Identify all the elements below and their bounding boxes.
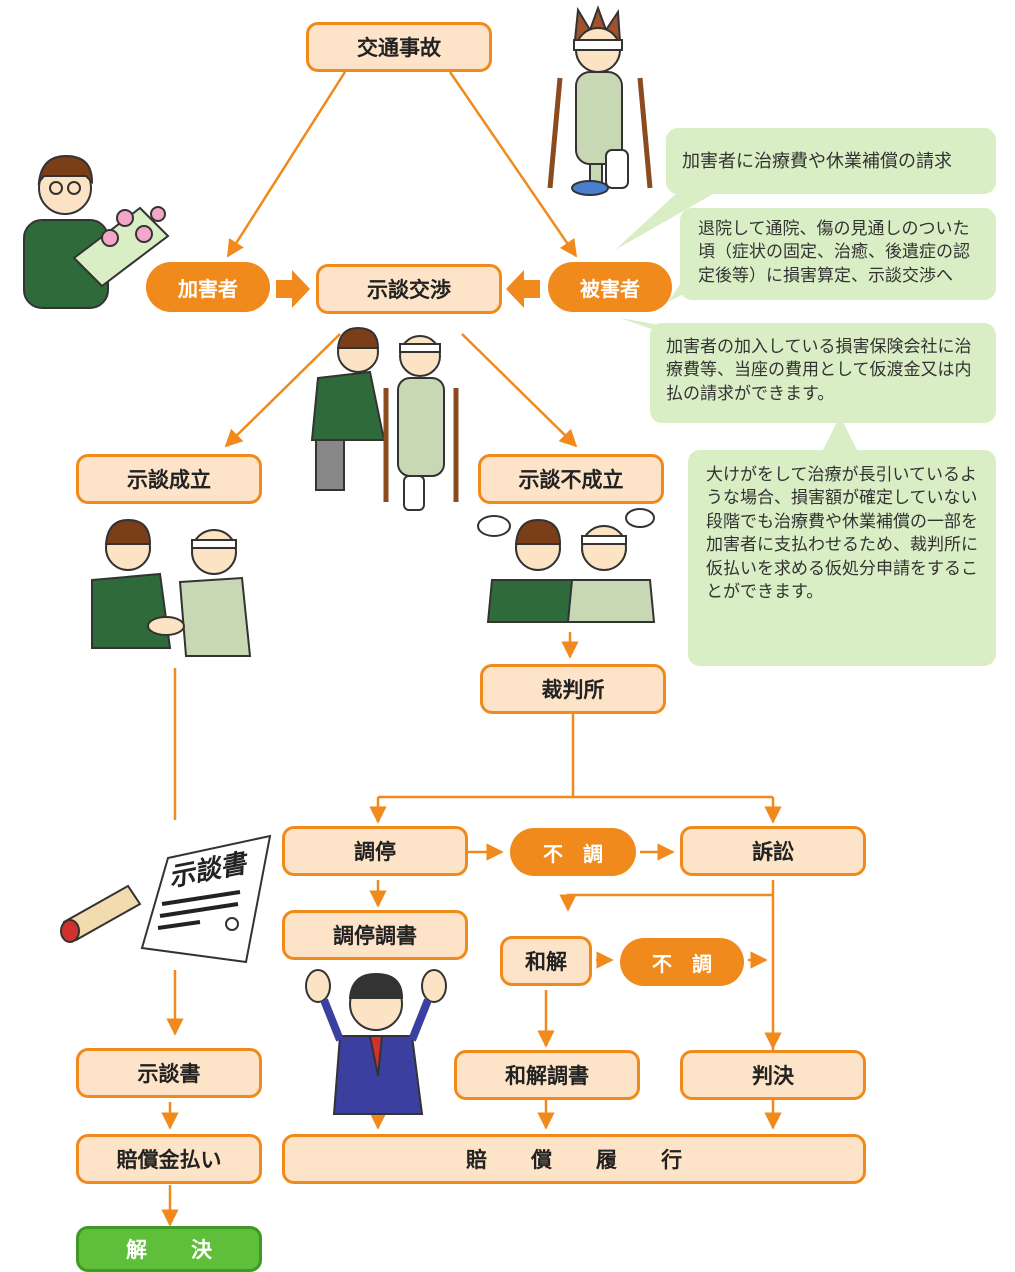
apology-flowers-illustration: [23, 154, 170, 309]
arrow-accident-victim: [448, 71, 578, 258]
fat-arrow-right: [276, 270, 310, 308]
arrow-negotiation-nosettlement: [461, 333, 578, 448]
line-court-branch: [378, 710, 773, 799]
arrow-negotiation-settlement: [224, 333, 341, 448]
note4-bubble: [688, 450, 996, 666]
node-compromise: 和解: [500, 936, 592, 986]
note1-bubble: [666, 128, 996, 194]
node-mediation: 調停: [282, 826, 468, 876]
note-provisional-payment: 大けがをして治療が長引いているような場合、損害額が確定していない段階でも治療費や…: [706, 465, 978, 603]
node-compensation-exec: 賠 償 履 行: [282, 1134, 866, 1184]
note3-tail: [620, 318, 700, 332]
note2-bubble: [680, 208, 996, 300]
note-negotiation-timing: 退院して通院、傷の見通しのついた頃（症状の固定、治癒、後遺症の認定後等）に損害算…: [698, 219, 970, 286]
node-breakdown-1: 不 調: [510, 828, 636, 876]
arguing-illustration: [477, 508, 656, 623]
node-negotiation: 示談交渉: [316, 264, 502, 314]
note3-bubble: [650, 323, 996, 423]
note-bubbles: [615, 128, 996, 666]
fat-arrows: [276, 270, 540, 308]
note1-tail: [615, 190, 720, 250]
arrow-accident-perpetrator: [226, 71, 347, 258]
handshake-illustration: [91, 518, 252, 657]
node-compromise-record: 和解調書: [454, 1050, 640, 1100]
node-victim: 被害者: [548, 262, 672, 312]
node-court: 裁判所: [480, 664, 666, 714]
node-perpetrator: 加害者: [146, 262, 270, 312]
node-lawsuit: 訴訟: [680, 826, 866, 876]
connectors: [161, 71, 782, 1227]
note-claim-treatment: 加害者に治療費や休業補償の請求: [682, 151, 952, 172]
negotiation-illustration: [310, 326, 459, 511]
node-settlement-doc: 示談書: [76, 1048, 262, 1098]
note-insurance-claim: 加害者の加入している損害保険会社に治療費等、当座の費用として仮渡金又は内払の請求…: [666, 337, 972, 404]
note2-tail: [668, 270, 730, 302]
celebrating-man-illustration: [305, 969, 447, 1115]
node-no-settlement: 示談不成立: [478, 454, 664, 504]
note4-tail: [820, 416, 860, 456]
node-breakdown-2: 不 調: [620, 938, 744, 986]
node-accident: 交通事故: [306, 22, 492, 72]
settlement-document-illustration: [60, 834, 272, 964]
node-mediation-record: 調停調書: [282, 910, 468, 960]
fat-arrow-left: [506, 270, 540, 308]
node-judgment: 判決: [680, 1050, 866, 1100]
resolution-label: 解 決: [125, 1238, 224, 1262]
arrow-to-compromise: [559, 893, 773, 912]
node-settlement: 示談成立: [76, 454, 262, 504]
node-resolution: 解 決: [76, 1226, 262, 1272]
injured-person-illustration: [547, 5, 653, 196]
node-payment: 賠償金払い: [76, 1134, 262, 1184]
compensation-exec-label: 賠 償 履 行: [465, 1148, 694, 1172]
